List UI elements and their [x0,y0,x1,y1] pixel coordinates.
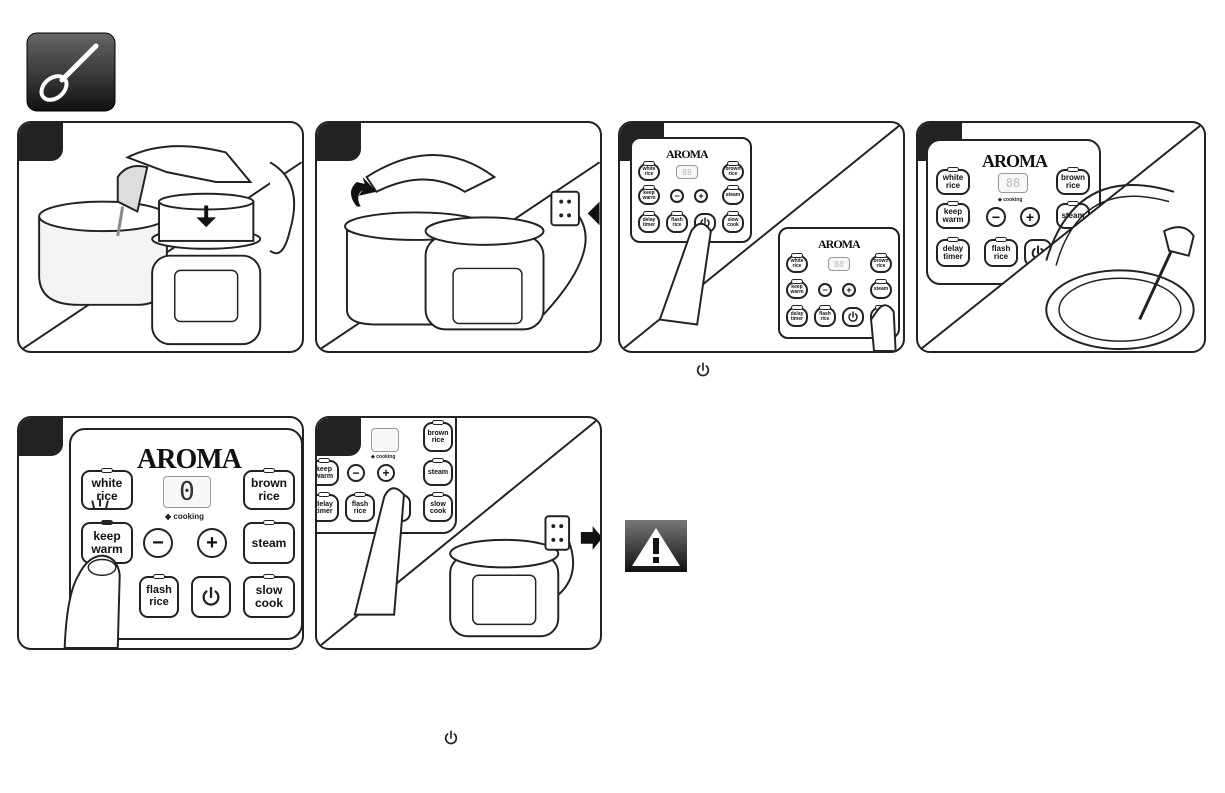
step-2-illustration [317,154,600,351]
slow-cook-button[interactable]: slow cook [722,211,744,233]
white-rice-button[interactable]: white rice [936,167,970,195]
brand-logo: AROMA [666,147,709,161]
delay-timer-button[interactable]: delay timer [786,305,808,327]
flash-rice-button[interactable]: flash rice [984,237,1018,267]
white-rice-button[interactable]: white rice [638,161,660,181]
brown-rice-button[interactable]: brown rice [243,468,295,510]
steam-button[interactable]: steam [870,279,892,299]
step-4-illustration [918,123,1204,351]
white-rice-button[interactable]: white rice [81,468,133,510]
keep-warm-button[interactable]: keep warm [81,520,133,564]
minus-button[interactable]: − [670,189,684,203]
delay-timer-button[interactable]: delay timer [317,492,339,522]
power-icon [848,311,858,322]
minus-button[interactable]: − [986,207,1006,227]
cooking-indicator: ◆ cooking [371,454,396,460]
brown-rice-button[interactable]: brown rice [423,420,453,452]
minus-button[interactable]: − [143,528,173,558]
power-icon [700,217,710,228]
display [371,428,399,452]
white-rice-button[interactable]: white rice [786,253,808,273]
step-2-tab [317,123,361,161]
slow-cook-button[interactable]: slow cook [243,574,295,618]
minus-button[interactable]: − [818,283,832,297]
display: 0 [163,476,211,508]
step-6-panel: ◆ cooking brown rice keep warm − + steam… [315,416,602,650]
brown-rice-button[interactable]: brown rice [1056,167,1090,195]
step-1-tab [19,123,63,161]
plus-button[interactable]: + [197,528,227,558]
power-icon [443,730,459,746]
step-5-panel: AROMA white rice 0 ◆ cooking brown rice … [17,416,304,650]
step-6-illustration [317,418,600,648]
power-icon [202,586,220,606]
display: 88 [828,257,850,271]
keep-warm-button[interactable]: keep warm [936,201,970,229]
slow-cook-button[interactable]: slow cook [870,305,892,327]
spoon-header-icon [26,32,116,112]
flash-rice-button[interactable]: flash rice [139,574,179,618]
keep-warm-button[interactable]: keep warm [638,185,660,205]
control-panel-large: AROMA white rice 0 ◆ cooking brown rice … [69,428,302,640]
plus-button[interactable]: + [377,464,395,482]
brown-rice-button[interactable]: brown rice [722,161,744,181]
step-5-tab [19,418,63,456]
step-2-panel [315,121,602,353]
step-1-panel [17,121,304,353]
power-button[interactable] [842,307,864,327]
minus-button[interactable]: − [347,464,365,482]
plus-button[interactable]: + [842,283,856,297]
warning-icon [625,520,687,572]
slow-cook-button[interactable]: slow cook [423,492,453,522]
control-panel-top: AROMA white rice 88 brown rice keep warm… [630,137,752,243]
power-icon [695,362,711,378]
brand-logo: AROMA [137,444,242,475]
plus-button[interactable]: + [1020,207,1040,227]
flash-rice-button[interactable]: flash rice [814,305,836,327]
step-6-tab [317,418,361,456]
delay-timer-button[interactable]: delay timer [638,211,660,233]
steam-button[interactable]: steam [722,185,744,205]
brand-logo: AROMA [818,237,861,251]
brand-logo: AROMA [982,151,1048,171]
step-4-panel: AROMA white rice 88 ◆ cooking brown rice… [916,121,1206,353]
control-panel-bottom: AROMA white rice 88 brown rice keep warm… [778,227,900,339]
power-button[interactable] [694,213,716,233]
cooking-indicator: ◆ cooking [998,197,1023,203]
plus-button[interactable]: + [694,189,708,203]
step-3-panel: AROMA white rice 88 brown rice keep warm… [618,121,905,353]
brown-rice-button[interactable]: brown rice [870,253,892,273]
flash-rice-button[interactable]: flash rice [345,492,375,522]
step-1-illustration [19,145,302,351]
display: 88 [676,165,698,179]
steam-button[interactable]: steam [243,520,295,564]
keep-warm-button[interactable]: keep warm [317,458,339,486]
steam-button[interactable]: steam [423,458,453,486]
display: 88 [998,173,1028,193]
cooking-indicator: ◆ cooking [165,512,205,521]
keep-warm-button[interactable]: keep warm [786,279,808,299]
flash-rice-button[interactable]: flash rice [666,211,688,233]
delay-timer-button[interactable]: delay timer [936,237,970,267]
power-button[interactable] [191,576,231,618]
